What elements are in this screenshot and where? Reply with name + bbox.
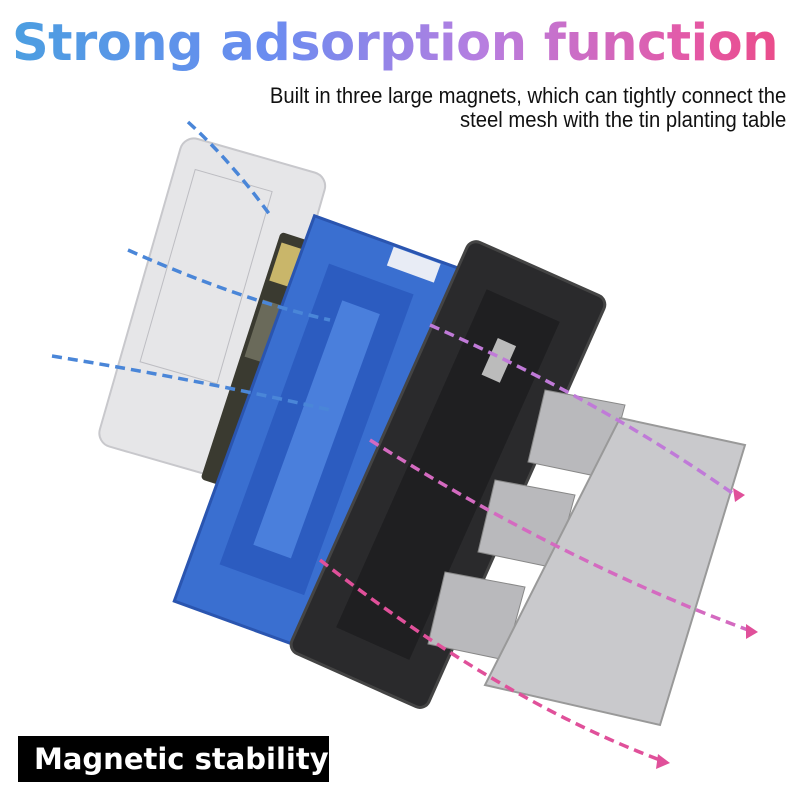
blue-dashed-arrow (51, 354, 331, 412)
pink-dashed-arrow (318, 558, 661, 762)
arrowhead-icon (656, 754, 670, 769)
subtitle-line-2: steel mesh with the tin planting table (459, 107, 786, 132)
pink-dashed-arrow (369, 438, 749, 632)
pink-dashed-arrow (429, 323, 737, 497)
arrowhead-icon (746, 624, 758, 639)
pink-arrows (318, 323, 749, 762)
magnetic-stability-badge: Magnetic stability (18, 736, 329, 782)
blue-dashed-arrow (127, 248, 331, 322)
blue-tin-planting-platform (172, 213, 463, 657)
steel-bottom-plate (483, 416, 747, 727)
subtitle: Built in three large magnets, which can … (270, 84, 786, 132)
subtitle-line-1: Built in three large magnets, which can … (269, 83, 786, 108)
arrowheads (656, 488, 758, 769)
page-title: Strong adsorption function (0, 14, 779, 73)
arrowhead-icon (733, 488, 745, 502)
blue-arrows (51, 120, 331, 412)
